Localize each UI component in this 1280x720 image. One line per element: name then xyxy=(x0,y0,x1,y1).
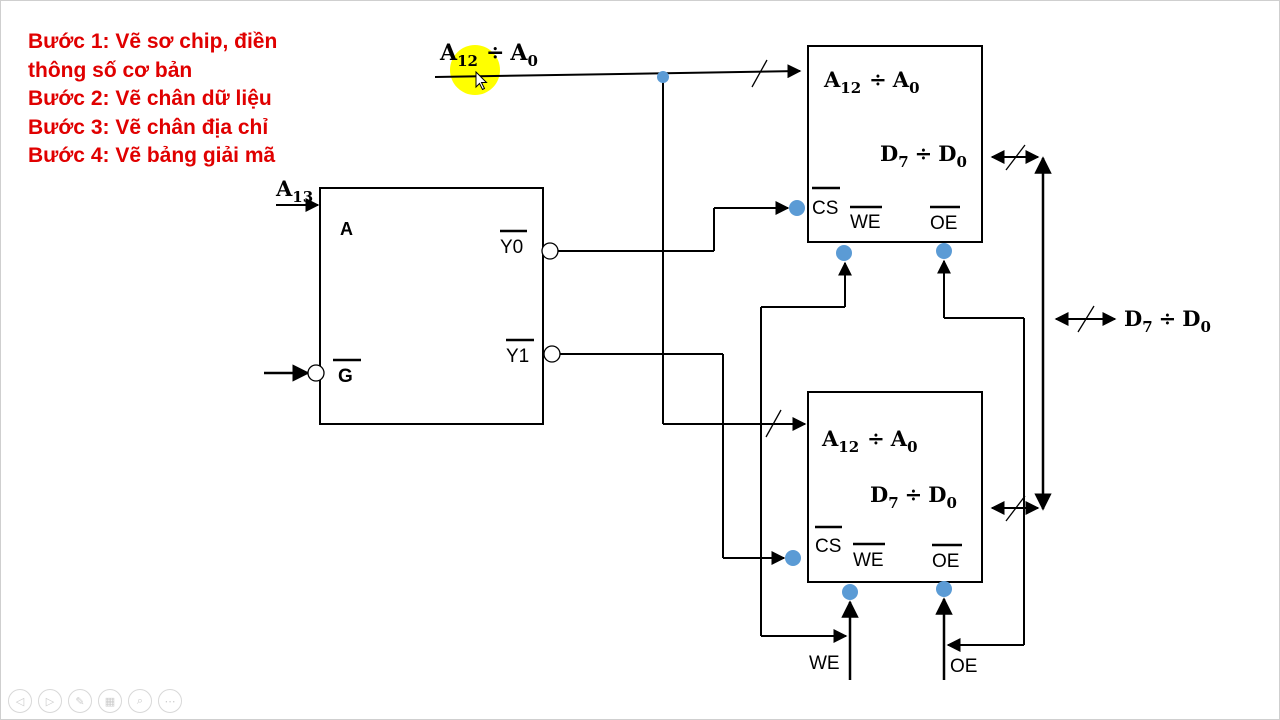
previous-icon[interactable]: ◁ xyxy=(8,689,32,713)
more-icon[interactable]: ⋯ xyxy=(158,689,182,713)
chip2-we-label: WE xyxy=(853,550,884,571)
pen-icon[interactable]: ✎ xyxy=(68,689,92,713)
y1-inverter-bubble xyxy=(543,345,561,363)
chip2-oe-label: OE xyxy=(932,551,959,572)
step-2: Bước 2: Vẽ chân dữ liệu xyxy=(28,87,272,110)
chip1-cs-pin xyxy=(789,200,805,216)
address-bus-junction xyxy=(657,71,669,83)
chip2-oe-pin xyxy=(936,581,952,597)
address-bus-label: A12÷A0 xyxy=(439,40,538,70)
oe-input-label: OE xyxy=(950,656,977,677)
address-bus xyxy=(434,59,807,438)
decoder-out-y1: Y1 xyxy=(506,346,529,367)
enable-inverter-bubble xyxy=(307,364,325,382)
decoder-a13-label: A13 xyxy=(275,176,313,206)
chip1-we-label: WE xyxy=(850,212,881,233)
y0-to-chip1-cs-wire xyxy=(558,201,790,252)
oe-control-wiring xyxy=(935,259,1025,680)
decoder-box xyxy=(319,187,544,425)
chip2-cs-label: CS xyxy=(815,536,841,557)
decoder-enable-g: G xyxy=(338,366,353,387)
zoom-icon[interactable]: ⌕ xyxy=(128,689,152,713)
chip1-data-label: D7÷D0 xyxy=(880,141,967,171)
y1-to-chip2-cs-wire xyxy=(560,353,786,565)
slides-icon[interactable]: ▦ xyxy=(98,689,122,713)
y0-inverter-bubble xyxy=(541,242,559,260)
chip1-oe-label: OE xyxy=(930,213,957,234)
memory-chip-1: A12÷A0 D7÷D0 CS WE OE xyxy=(807,45,983,243)
decoder-input-a: A xyxy=(340,219,353,239)
chip2-we-pin xyxy=(842,584,858,600)
step-1-line-1: Bước 1: Vẽ sơ chip, điền xyxy=(28,30,278,53)
memory-chip-2: A12÷A0 D7÷D0 CS WE OE xyxy=(807,391,983,583)
chip2-address-label: A12÷A0 xyxy=(821,426,918,456)
step-1-line-2: thông số cơ bản xyxy=(28,58,193,82)
chip2-data-label: D7÷D0 xyxy=(870,482,957,512)
next-icon[interactable]: ▷ xyxy=(38,689,62,713)
chip1-address-label: A12÷A0 xyxy=(823,67,920,97)
we-control-wiring xyxy=(760,261,859,680)
chip1-oe-pin xyxy=(936,243,952,259)
step-4: Bước 4: Vẽ bảng giải mã xyxy=(28,144,276,167)
presentation-toolbar: ◁ ▷ ✎ ▦ ⌕ ⋯ xyxy=(8,689,182,713)
we-input-label: WE xyxy=(809,653,840,674)
steps-list: Bước 1: Vẽ sơ chip, điền thông số cơ bản… xyxy=(28,28,277,171)
chip1-cs-label: CS xyxy=(812,198,838,219)
step-3: Bước 3: Vẽ chân địa chỉ xyxy=(28,115,269,139)
pointer-highlight xyxy=(450,45,500,95)
data-bus xyxy=(990,144,1117,522)
mouse-cursor-icon xyxy=(475,70,488,91)
data-bus-label: D7÷D0 xyxy=(1124,306,1211,336)
chip1-we-pin xyxy=(836,245,852,261)
chip2-cs-pin xyxy=(785,550,801,566)
decoder-out-y0: Y0 xyxy=(500,237,523,258)
